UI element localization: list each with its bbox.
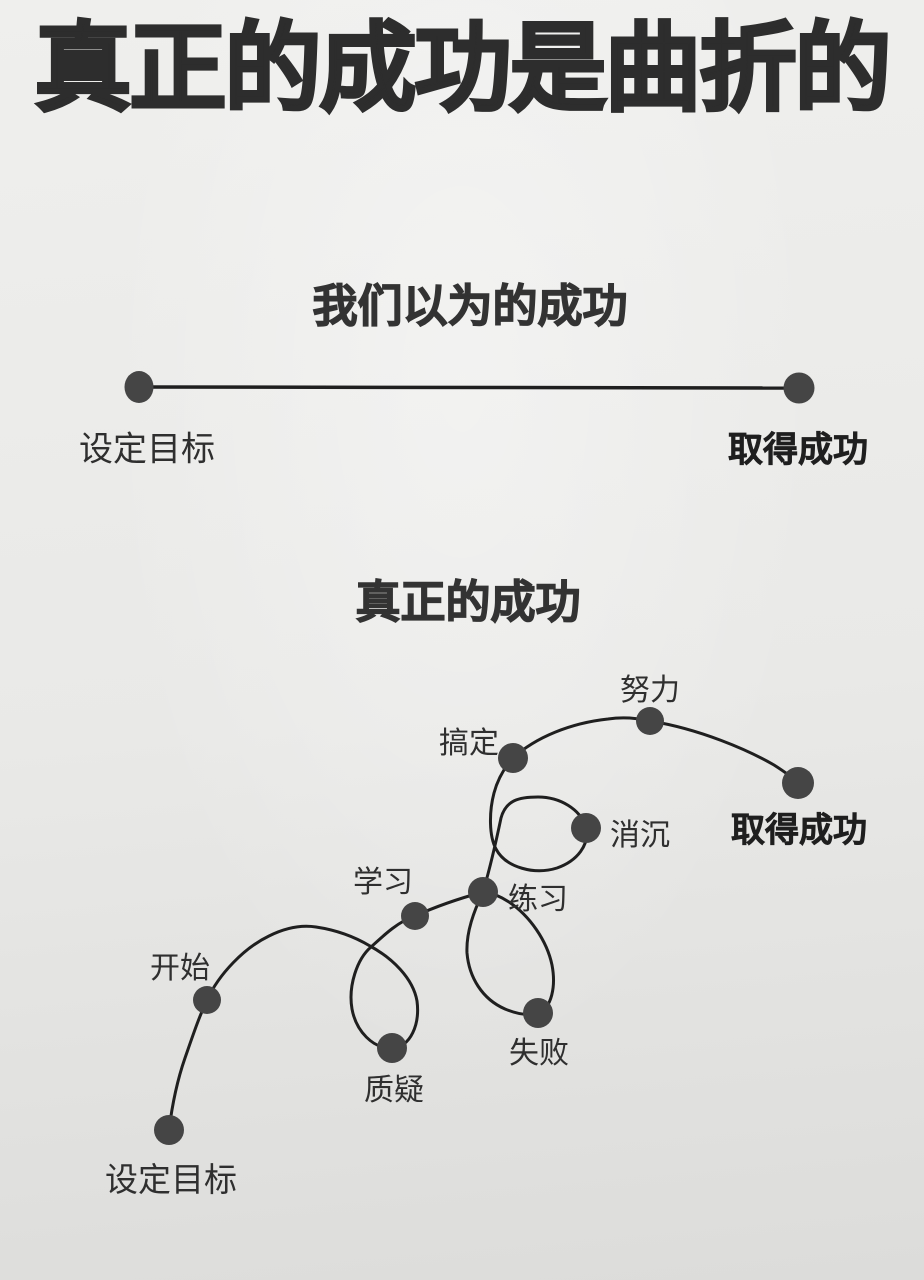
reality-winding-path xyxy=(167,716,800,1132)
reality-label-learn: 学习 xyxy=(353,866,413,899)
reality-label-effort: 努力 xyxy=(620,674,680,707)
reality-dot-done xyxy=(498,743,528,773)
expected-start-label: 设定目标 xyxy=(79,430,215,469)
poster-title: 真正的成功是曲折的 xyxy=(33,14,893,123)
reality-label-start: 开始 xyxy=(150,952,210,985)
reality-label-dejection: 消沉 xyxy=(610,819,670,852)
reality-dot-effort xyxy=(636,707,664,735)
reality-dot-learn xyxy=(401,902,429,930)
reality-label-set-goal: 设定目标 xyxy=(105,1161,237,1198)
reality-label-succeed: 取得成功 xyxy=(731,811,868,850)
reality-label-fail: 失败 xyxy=(509,1037,569,1070)
reality-dot-fail xyxy=(523,998,553,1028)
reality-heading: 真正的成功 xyxy=(355,576,581,628)
expected-heading: 我们以为的成功 xyxy=(312,280,628,332)
reality-dot-practice xyxy=(468,877,498,907)
expected-straight-line xyxy=(138,385,800,390)
expected-end-label: 取得成功 xyxy=(727,430,869,470)
reality-dot-doubt xyxy=(377,1033,407,1063)
reality-label-practice: 练习 xyxy=(508,883,568,916)
reality-dot-start xyxy=(193,986,221,1014)
reality-label-doubt: 质疑 xyxy=(364,1074,424,1107)
expected-start-dot xyxy=(124,371,154,403)
reality-dot-succeed xyxy=(782,767,814,799)
reality-dot-set-goal xyxy=(154,1115,184,1145)
expected-end-dot xyxy=(783,372,815,404)
reality-label-done: 搞定 xyxy=(439,727,499,760)
reality-dot-dejection xyxy=(571,813,601,843)
